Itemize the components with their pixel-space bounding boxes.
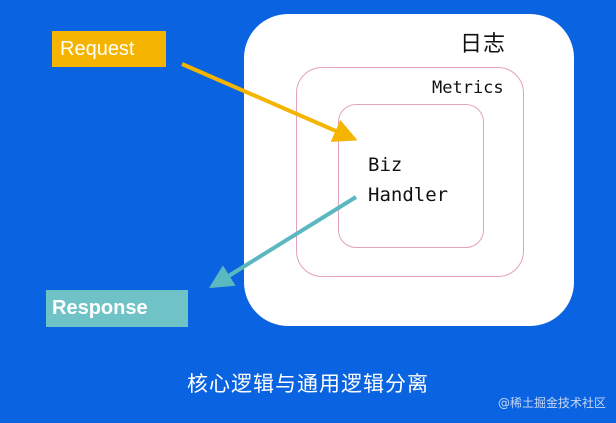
request-arrow: [181, 62, 358, 142]
biz-handler-label: Biz Handler: [368, 150, 478, 210]
metrics-layer-label: Metrics: [432, 78, 504, 98]
response-label: Response: [52, 297, 148, 319]
biz-handler-label-line-2: Handler: [368, 184, 449, 206]
biz-handler-label-line-1: Biz: [368, 154, 403, 176]
watermark: @稀土掘金技术社区: [497, 396, 606, 410]
response-box: Response: [46, 290, 188, 327]
biz-handler-box: [338, 104, 484, 248]
response-arrow: [208, 195, 358, 289]
diagram-caption: 核心逻辑与通用逻辑分离: [187, 372, 429, 396]
log-layer-label: 日志: [460, 32, 507, 57]
request-box: Request: [52, 31, 166, 67]
request-label: Request: [60, 37, 135, 60]
